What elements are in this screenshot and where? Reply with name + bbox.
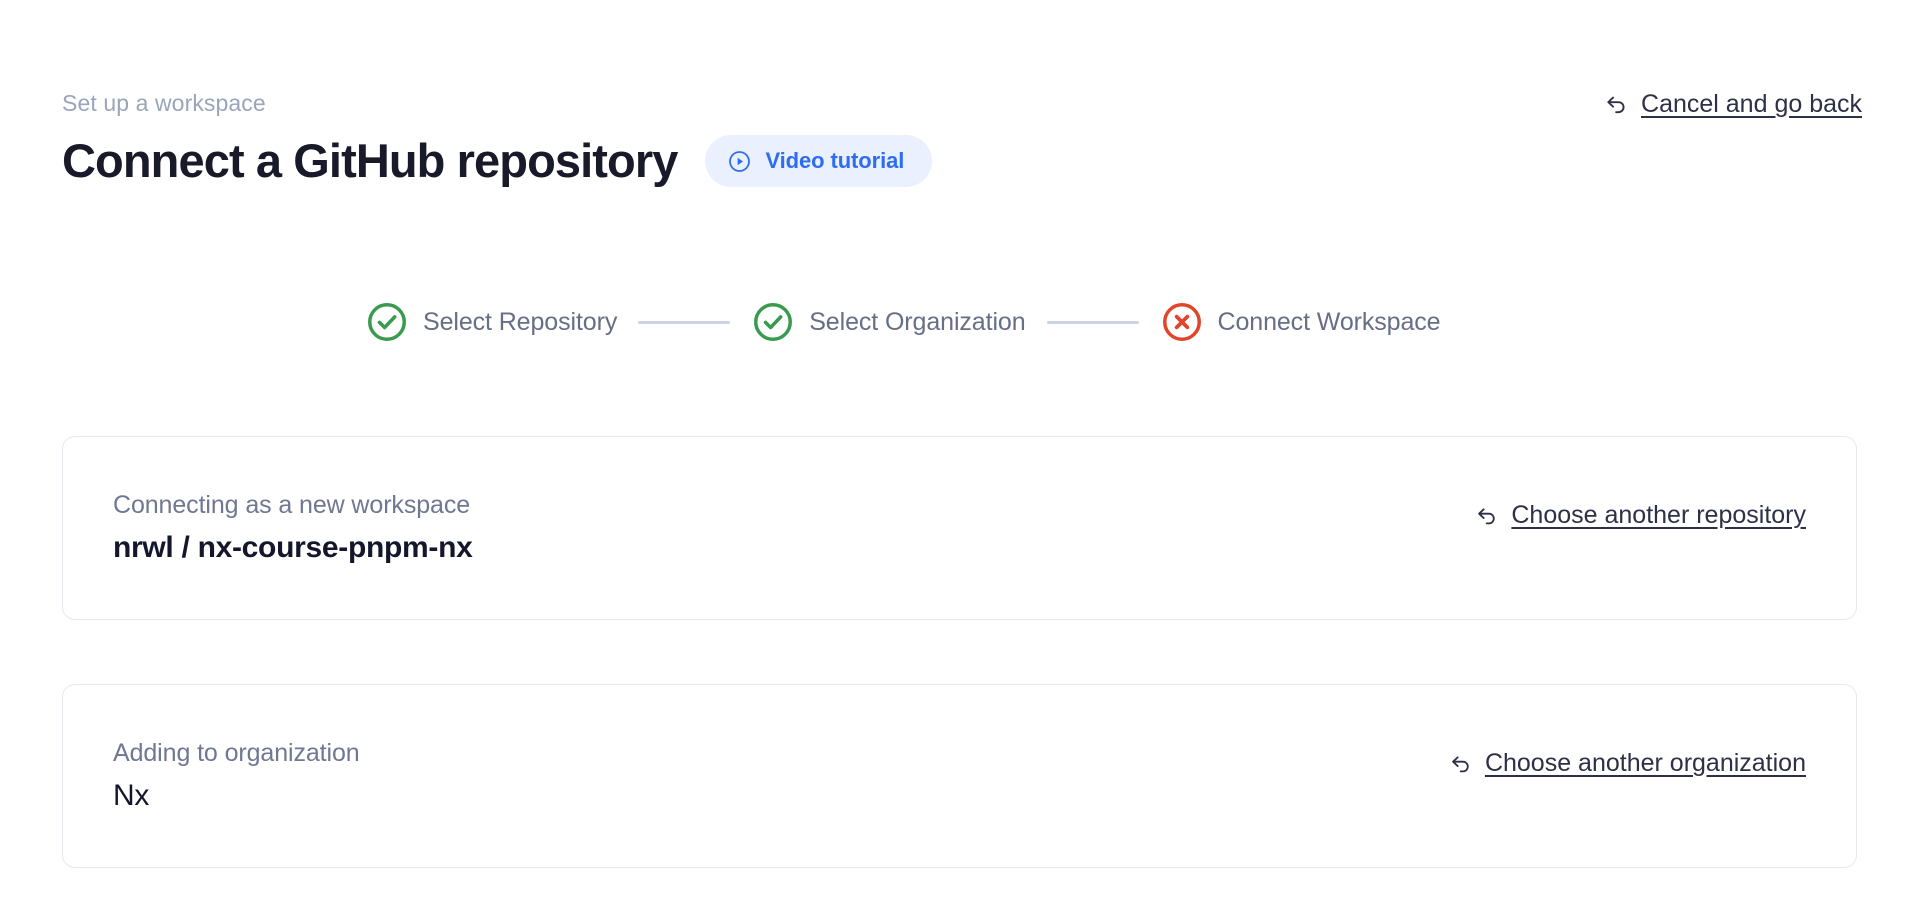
choose-another-organization-link[interactable]: Choose another organization xyxy=(1447,747,1806,779)
step-select-organization[interactable]: Select Organization xyxy=(751,300,1026,344)
step-label: Select Organization xyxy=(809,308,1026,336)
cancel-and-go-back-label: Cancel and go back xyxy=(1641,90,1862,118)
organization-card: Adding to organization Nx Choose another… xyxy=(62,684,1857,868)
step-connector xyxy=(638,320,731,324)
breadcrumb-eyebrow: Set up a workspace xyxy=(62,90,266,116)
repository-card: Connecting as a new workspace nrwl / nx-… xyxy=(62,436,1857,620)
cancel-and-go-back-link[interactable]: Cancel and go back xyxy=(1602,88,1862,120)
choose-another-organization-label: Choose another organization xyxy=(1484,749,1806,777)
choose-another-repository-label: Choose another repository xyxy=(1511,501,1806,529)
organization-card-body: Adding to organization Nx xyxy=(113,738,360,814)
progress-stepper: Select Repository Select Organization Co… xyxy=(365,300,1441,344)
back-arrow-icon xyxy=(1473,502,1500,529)
choose-another-repository-link[interactable]: Choose another repository xyxy=(1473,499,1806,531)
repository-card-caption: Connecting as a new workspace xyxy=(113,491,471,519)
repository-card-body: Connecting as a new workspace nrwl / nx-… xyxy=(113,490,473,566)
play-circle-icon xyxy=(727,149,752,174)
video-tutorial-button[interactable]: Video tutorial xyxy=(705,135,933,187)
back-arrow-icon xyxy=(1602,90,1630,118)
organization-name: Nx xyxy=(113,779,150,812)
step-label: Connect Workspace xyxy=(1217,308,1441,336)
organization-card-caption: Adding to organization xyxy=(113,739,360,767)
video-tutorial-label: Video tutorial xyxy=(765,148,905,173)
repository-name: nrwl / nx-course-pnpm-nx xyxy=(113,531,473,564)
step-connector xyxy=(1046,320,1139,324)
step-connect-workspace[interactable]: Connect Workspace xyxy=(1160,300,1441,344)
step-label: Select Repository xyxy=(423,308,618,336)
x-circle-icon xyxy=(1160,300,1204,344)
page-header: Set up a workspace Connect a GitHub repo… xyxy=(62,88,1862,190)
check-circle-icon xyxy=(751,300,795,344)
title-row: Connect a GitHub repository Video tutori… xyxy=(62,132,1862,190)
step-select-repository[interactable]: Select Repository xyxy=(365,300,617,344)
check-circle-icon xyxy=(365,300,409,344)
page-title: Connect a GitHub repository xyxy=(62,134,678,187)
back-arrow-icon xyxy=(1447,750,1474,777)
